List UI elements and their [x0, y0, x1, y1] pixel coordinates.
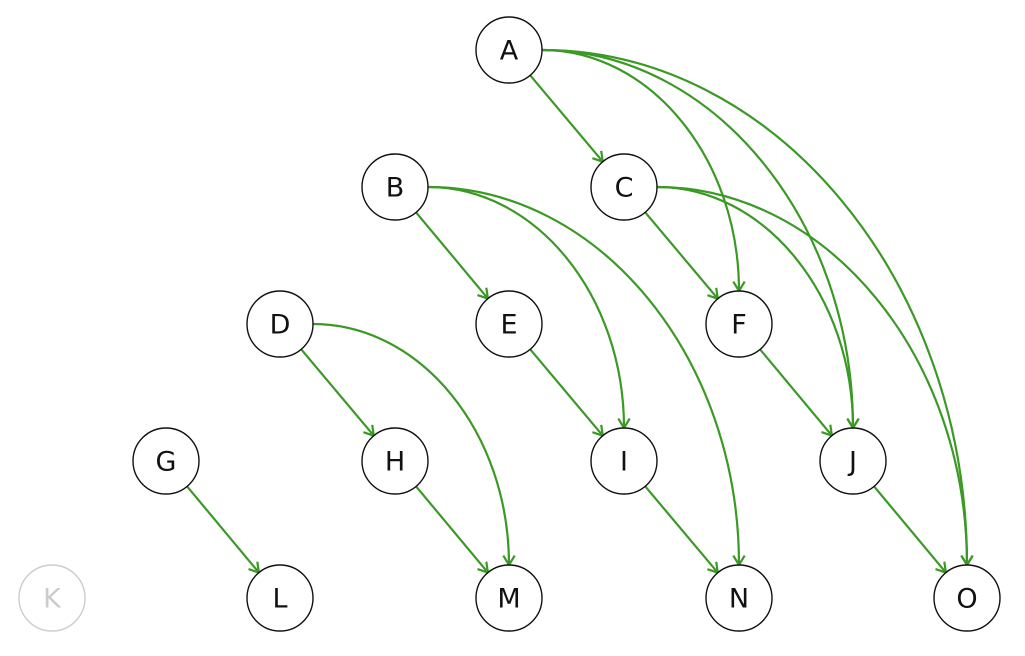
- node-label: G: [156, 447, 177, 478]
- edge-line: [529, 74, 604, 163]
- node-circle: [933, 564, 1001, 632]
- edge-line: [541, 48, 855, 429]
- edge-i-n: [644, 485, 720, 575]
- edge-line: [541, 48, 969, 566]
- edge-c-o: [656, 185, 974, 568]
- node-circle: [475, 290, 543, 358]
- edge-b-n: [427, 185, 746, 568]
- node-i: I: [590, 427, 658, 495]
- node-h: H: [361, 427, 429, 495]
- edge-g-l: [186, 485, 261, 575]
- node-label: C: [615, 173, 634, 204]
- node-circle: [246, 564, 314, 632]
- node-circle: [705, 564, 773, 632]
- edge-line: [300, 348, 375, 437]
- edge-line: [427, 185, 741, 566]
- node-f: F: [705, 290, 773, 358]
- node-b: B: [361, 153, 429, 221]
- edge-line: [529, 348, 604, 437]
- node-k: K: [18, 564, 86, 632]
- node-c: C: [590, 153, 658, 221]
- node-g: G: [132, 427, 200, 495]
- node-label: F: [731, 310, 747, 341]
- node-label: H: [385, 447, 405, 478]
- node-circle: [475, 16, 543, 84]
- edge-b-e: [415, 211, 490, 301]
- node-label: K: [43, 584, 62, 615]
- node-d: D: [246, 290, 314, 358]
- node-label: I: [620, 447, 628, 478]
- node-circle: [590, 153, 658, 221]
- edge-line: [644, 485, 719, 574]
- node-circle: [18, 564, 86, 632]
- edge-f-j: [759, 348, 834, 438]
- node-e: E: [475, 290, 543, 358]
- node-circle: [246, 290, 314, 358]
- edge-c-f: [644, 211, 720, 301]
- node-label: J: [847, 447, 857, 478]
- edge-a-c: [529, 74, 605, 164]
- node-circle: [361, 427, 429, 495]
- edge-line: [873, 485, 947, 574]
- edge-line: [656, 185, 855, 429]
- edge-line: [656, 185, 969, 566]
- edge-e-i: [529, 348, 605, 438]
- node-label: E: [500, 310, 517, 341]
- edge-line: [427, 185, 626, 429]
- edge-line: [186, 485, 260, 574]
- edge-j-o: [873, 485, 948, 575]
- edge-a-j: [541, 48, 860, 431]
- node-circle: [705, 290, 773, 358]
- edge-d-h: [300, 348, 376, 438]
- node-j: J: [819, 427, 887, 495]
- node-label: O: [956, 584, 977, 615]
- node-m: M: [475, 564, 543, 632]
- node-circle: [361, 153, 429, 221]
- edge-line: [644, 211, 719, 300]
- node-label: D: [270, 310, 291, 341]
- node-a: A: [475, 16, 543, 84]
- node-circle: [132, 427, 200, 495]
- node-l: L: [246, 564, 314, 632]
- node-label: A: [500, 36, 519, 67]
- edge-h-m: [415, 485, 490, 575]
- node-circle: [475, 564, 543, 632]
- node-label: M: [497, 584, 520, 615]
- node-circle: [819, 427, 887, 495]
- node-o: O: [933, 564, 1001, 632]
- node-label: L: [272, 584, 287, 615]
- edge-line: [312, 322, 511, 566]
- node-n: N: [705, 564, 773, 632]
- node-label: N: [729, 584, 749, 615]
- edges-layer: [186, 48, 974, 575]
- edge-line: [415, 211, 489, 300]
- nodes-layer: A B C D E F G H I J K L M N O: [18, 16, 1001, 632]
- edge-line: [541, 48, 741, 292]
- edge-line: [415, 485, 489, 574]
- node-label: B: [386, 173, 405, 204]
- node-circle: [590, 427, 658, 495]
- edge-line: [759, 348, 833, 437]
